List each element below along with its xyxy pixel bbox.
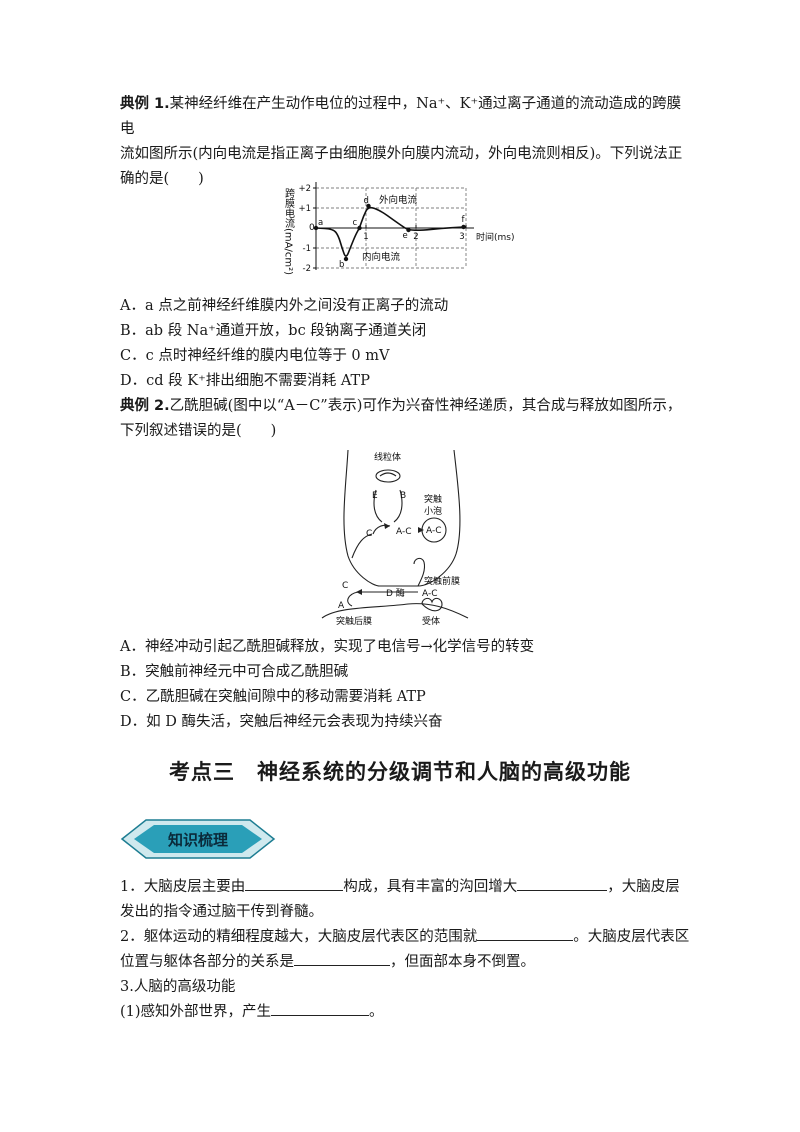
blank-1[interactable] — [245, 876, 344, 891]
item3-heading: 3.人脑的高级功能 — [120, 979, 236, 995]
chart-point-c — [357, 225, 362, 231]
label-presynaptic-membrane: 突触前膜 — [424, 575, 460, 587]
example1-question: 典例 1.某神经纤维在产生动作电位的过程中，Na⁺、K⁺通过离子通道的流动造成的… — [120, 92, 690, 192]
mitochondria-shape — [375, 469, 401, 483]
chart-annotation-outward: 外向电流 — [379, 194, 418, 206]
chart-point-label-b: b — [339, 260, 344, 270]
chart-point-e — [406, 227, 411, 233]
example2-option-d[interactable]: D．如 D 酶失活，突触后神经元会表现为持续兴奋 — [120, 714, 443, 730]
example1-option-c[interactable]: C．c 点时神经纤维的膜内电位等于 0 mV — [120, 348, 390, 364]
blank-4[interactable] — [294, 951, 390, 966]
label-b: B — [400, 491, 406, 501]
example2-option-b[interactable]: B．突触前神经元中可合成乙酰胆碱 — [120, 664, 349, 680]
item3-1-text-b: 。 — [369, 1004, 384, 1020]
chart-annotation-inward: 内向电流 — [362, 251, 401, 263]
knowledge-item-3: 3.人脑的高级功能 (1)感知外部世界，产生 。 — [120, 975, 690, 1025]
label-d-enzyme: D 酶 — [386, 587, 405, 599]
label-postsynaptic-membrane: 突触后膜 — [336, 615, 372, 627]
chart-point-label-a: a — [318, 218, 323, 228]
label-mitochondria: 线粒体 — [374, 451, 401, 463]
arrowhead-vesicle — [418, 527, 424, 533]
label-c-lower: C — [342, 581, 348, 591]
knowledge-badge: 知识梳理 — [120, 819, 276, 859]
chart-x-axis-label: 时间(ms) — [476, 231, 514, 243]
chart-ticks: +2 +1 -1 -2 1 2 3 — [298, 184, 467, 274]
item1-text-c: ，大脑皮层 — [607, 879, 680, 895]
item2-text-c: 位置与躯体各部分的关系是 — [120, 954, 294, 970]
label-ac-receptor: A-C — [422, 589, 438, 599]
label-ac-left: A-C — [396, 527, 412, 537]
example2-label: 典例 2. — [120, 398, 170, 414]
y-tick-label-3: -1 — [303, 244, 311, 254]
y-tick-label-4: -2 — [303, 264, 311, 274]
receptor-shape — [421, 597, 443, 612]
chart-point-f — [461, 224, 466, 230]
blank-5[interactable] — [271, 1001, 370, 1016]
knowledge-item-2: 2．躯体运动的精细程度越大，大脑皮层代表区的范围就 。大脑皮层代表区 位置与躯体各… — [120, 925, 690, 975]
chart-origin-label: 0 — [309, 223, 315, 233]
chart-y-axis-label: 跨膜电流(mA/cm²) — [283, 188, 295, 275]
postsynaptic-membrane-line — [321, 603, 469, 619]
chart-series-line — [315, 206, 464, 257]
current-chart: +2 +1 -1 -2 1 2 3 a b c d e f 跨膜电流(mA/cm²) 时间(ms) 0… — [283, 182, 514, 275]
item2-text-d: ，但面部本身不倒置。 — [390, 954, 535, 970]
x-tick-label-2: 3 — [459, 232, 464, 242]
label-vesicle-2: 小泡 — [424, 505, 442, 517]
presynaptic-outline — [343, 449, 461, 587]
chart-point-b — [343, 256, 349, 262]
item1-text-d: 发出的指令通过脑干传到脊髓。 — [120, 904, 323, 920]
example1-option-d[interactable]: D．cd 段 K⁺排出细胞不需要消耗 ATP — [120, 373, 370, 389]
cycle-arc-right — [393, 489, 403, 523]
example2-text-line1: 乙酰胆碱(图中以“A－C”表示)可作为兴奋性神经递质，其合成与释放如图所示， — [169, 398, 682, 414]
badge-inner — [134, 825, 262, 853]
label-receptor: 受体 — [422, 615, 440, 627]
chart-point-label-c: c — [353, 218, 358, 228]
vesicle-fusion — [413, 557, 426, 587]
x-tick-label-1: 2 — [413, 232, 418, 242]
y-tick-label-0: +2 — [298, 184, 311, 194]
chart-point-d — [366, 203, 371, 209]
synapse-diagram: 线粒体 E B C 突触 小泡 A-C A-C 突触前膜 C D 酶 A A-C… — [321, 449, 469, 627]
label-ac-vesicle: A-C — [426, 526, 442, 536]
chart-point-label-f: f — [462, 215, 466, 225]
item2-text-a: 2．躯体运动的精细程度越大，大脑皮层代表区的范围就 — [120, 929, 478, 945]
example1-text-line3: 确的是( ) — [120, 171, 204, 187]
cycle-arc-left — [373, 489, 383, 523]
example2-option-c[interactable]: C．乙酰胆碱在突触间隙中的移动需要消耗 ATP — [120, 689, 426, 705]
mitochondria-crista — [379, 472, 397, 477]
label-e: E — [372, 491, 378, 501]
example1-option-b[interactable]: B．ab 段 Na⁺通道开放，bc 段钠离子通道关闭 — [120, 323, 427, 339]
label-c-upper: C — [366, 529, 372, 539]
item2-text-b: 。大脑皮层代表区 — [573, 929, 690, 945]
chart-points: a b c d e f — [313, 196, 466, 270]
item1-text-a: 1．大脑皮层主要由 — [120, 879, 246, 895]
item1-text-b: 构成，具有丰富的沟回增大 — [343, 879, 518, 895]
example1-text-line1: 某神经纤维在产生动作电位的过程中，Na⁺、K⁺通过离子通道的流动造成的跨膜电 — [120, 96, 682, 137]
y-tick-label-1: +1 — [298, 204, 311, 214]
item3-1-text-a: (1)感知外部世界，产生 — [120, 1004, 272, 1020]
knowledge-item-1: 1．大脑皮层主要由 构成，具有丰富的沟回增大 ，大脑皮层 发出的指令通过脑干传到脊髓… — [120, 875, 690, 925]
example2-question: 典例 2.乙酰胆碱(图中以“A－C”表示)可作为兴奋性神经递质，其合成与释放如图… — [120, 394, 690, 444]
section-title: 考点三 神经系统的分级调节和人脑的高级功能 — [169, 760, 631, 784]
example2-option-a[interactable]: A．神经冲动引起乙酰胆碱释放，实现了电信号→化学信号的转变 — [120, 639, 535, 655]
recycle-arc — [351, 533, 373, 559]
arrowhead-d — [356, 589, 362, 595]
blank-3[interactable] — [477, 926, 574, 941]
label-vesicle-1: 突触 — [424, 493, 442, 505]
badge-text: 知识梳理 — [168, 831, 228, 849]
arrow-to-a — [347, 591, 359, 607]
example1-option-a[interactable]: A．a 点之前神经纤维膜内外之间没有正离子的流动 — [120, 298, 449, 314]
label-a: A — [338, 601, 345, 611]
arrowhead-ac — [384, 523, 390, 529]
blank-2[interactable] — [517, 876, 608, 891]
example2-text-line2: 下列叙述错误的是( ) — [120, 423, 277, 439]
x-tick-label-0: 1 — [363, 232, 368, 242]
chart-point-label-d: d — [364, 196, 369, 206]
example1-label: 典例 1. — [120, 96, 170, 112]
example1-text-line2: 流如图所示(内向电流是指正离子由细胞膜外向膜内流动，外向电流则相反)。下列说法正 — [120, 146, 683, 162]
chart-point-label-e: e — [403, 231, 408, 241]
chart-point-a — [313, 225, 319, 231]
